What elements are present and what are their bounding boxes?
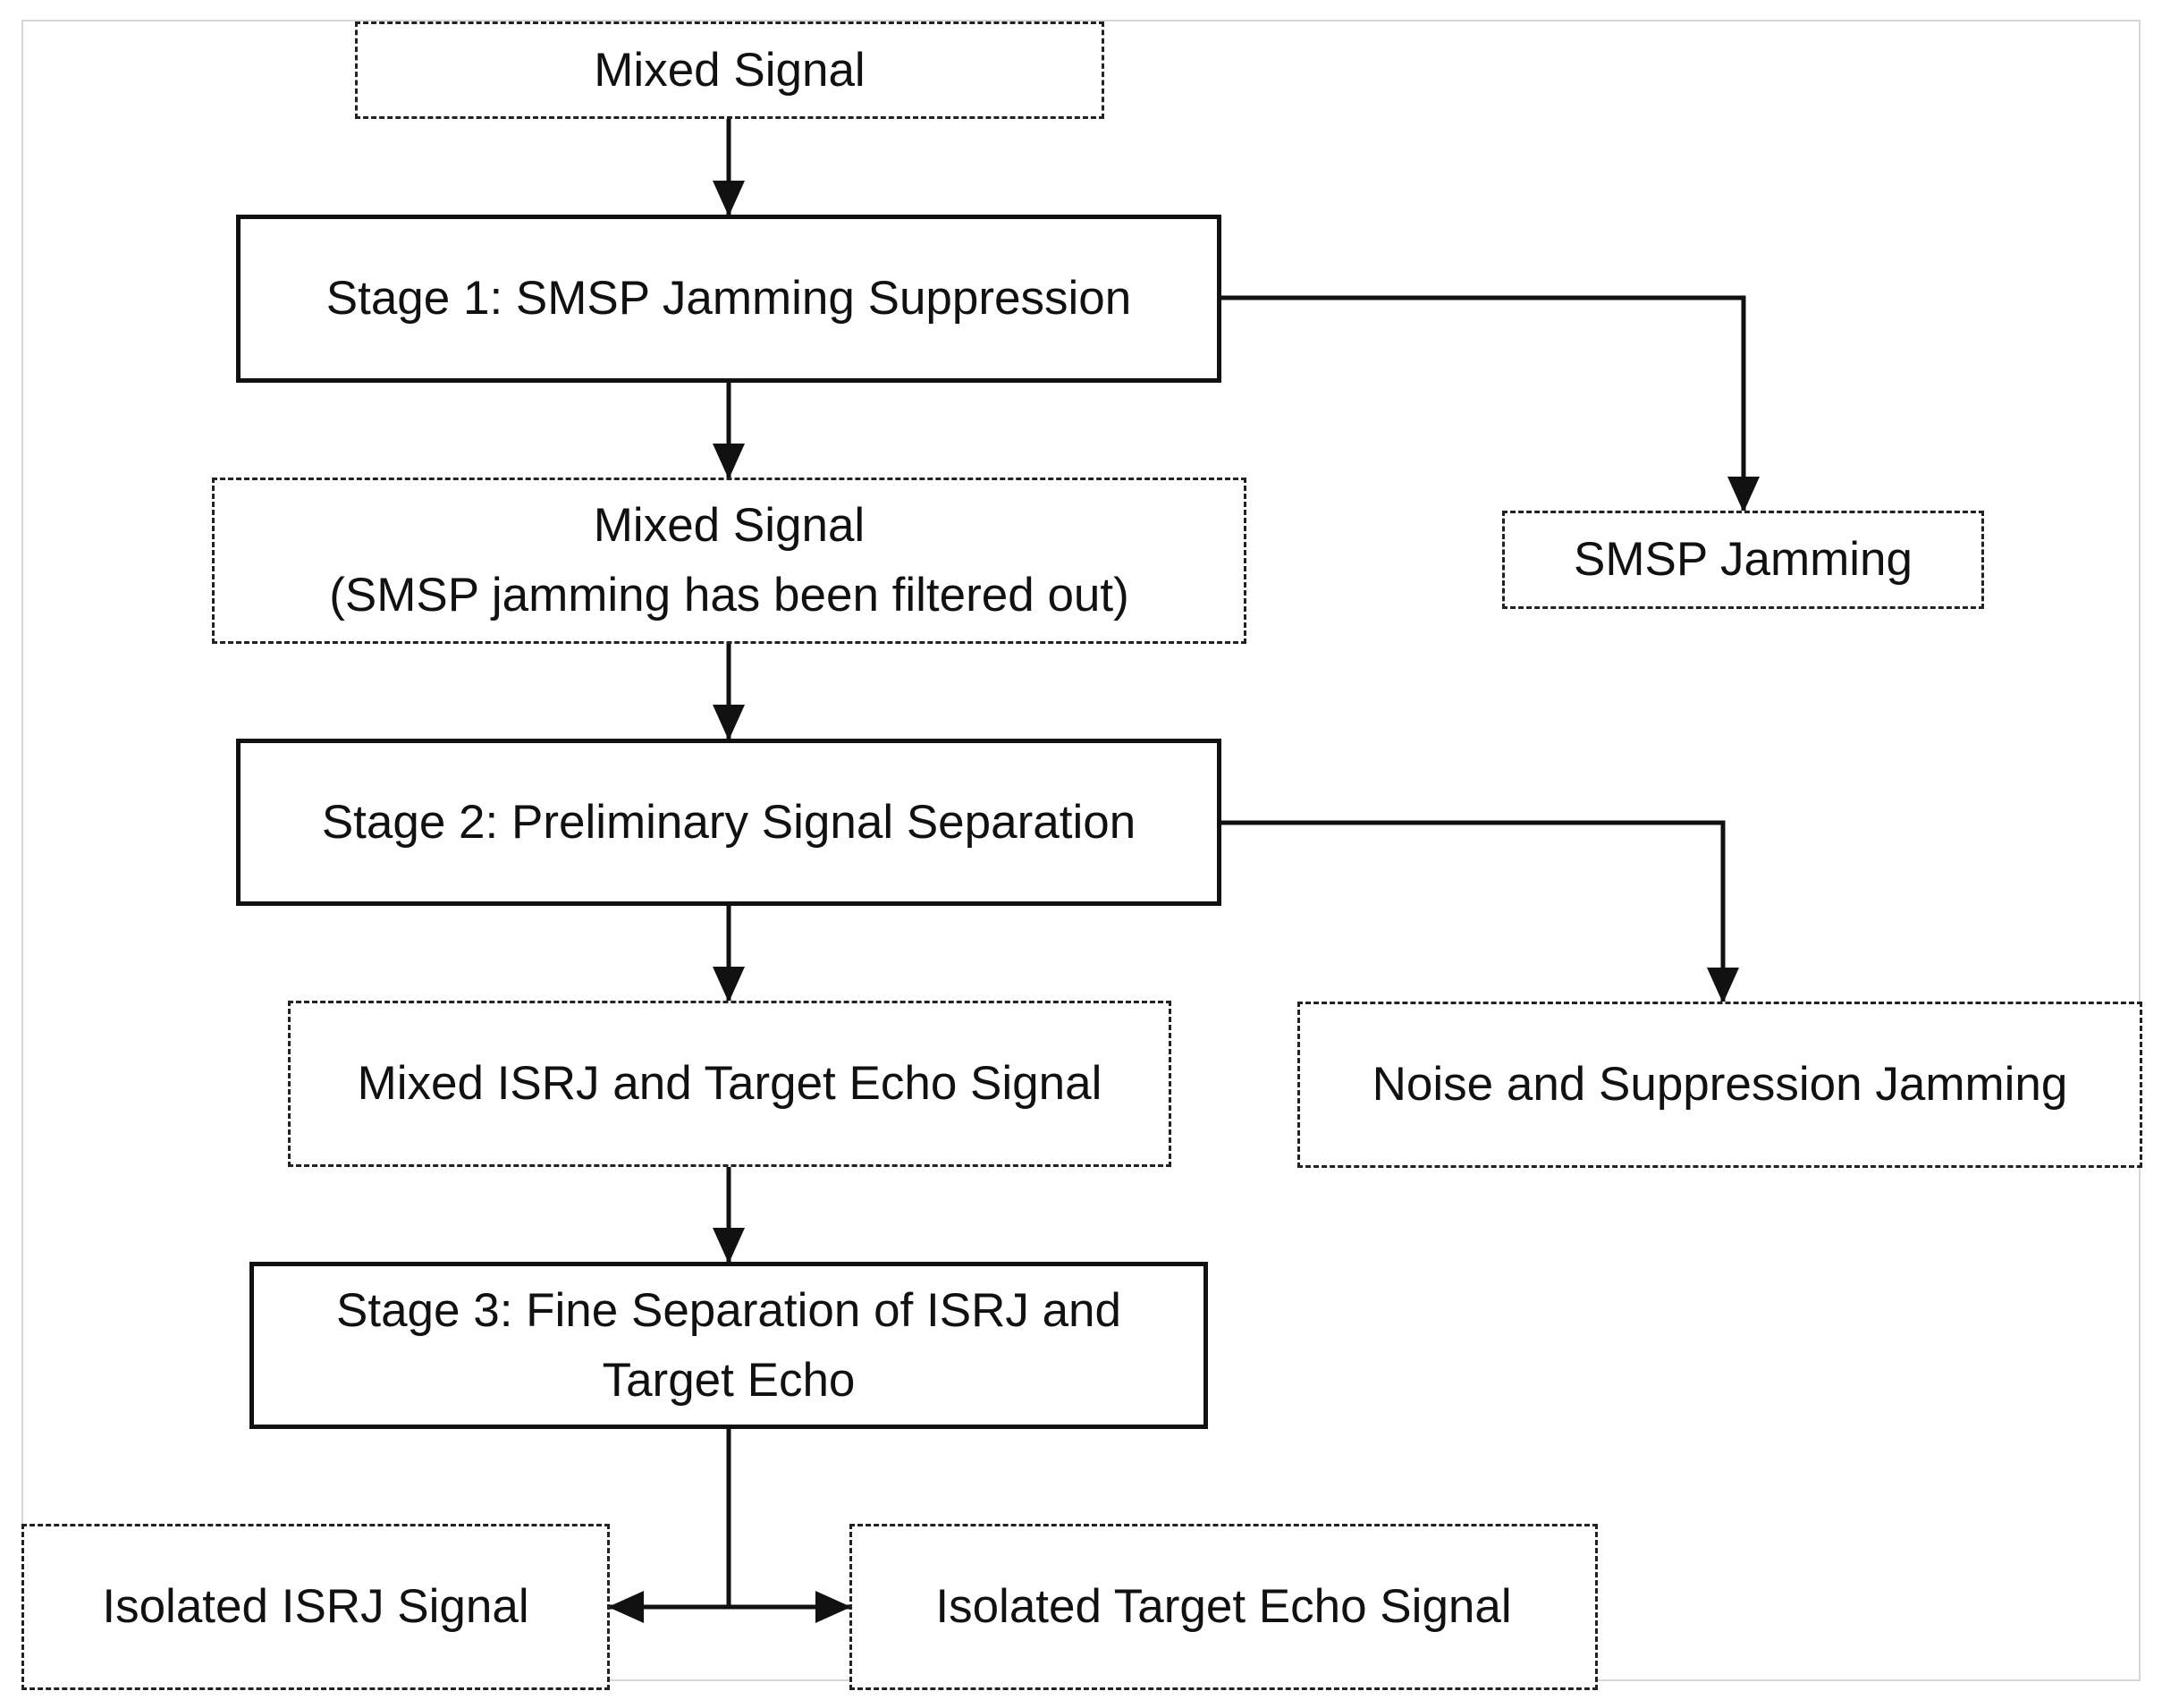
arrow-stage1-to-smsp-jamming <box>1220 295 1760 512</box>
node-stage1: Stage 1: SMSP Jamming Suppression <box>236 215 1221 383</box>
arrow-stage2-to-noise <box>1220 820 1739 1003</box>
node-mixed-filtered-line2: (SMSP jamming has been filtered out) <box>329 569 1129 621</box>
node-isolated-target-label: Isolated Target Echo Signal <box>935 1580 1512 1633</box>
node-stage2: Stage 2: Preliminary Signal Separation <box>236 739 1221 906</box>
node-smsp-jamming-label: SMSP Jamming <box>1574 533 1913 586</box>
node-noise-suppression-label: Noise and Suppression Jamming <box>1372 1058 2068 1111</box>
node-noise-suppression: Noise and Suppression Jamming <box>1297 1002 2142 1168</box>
node-mixed-isrj-target-label: Mixed ISRJ and Target Echo Signal <box>357 1057 1102 1110</box>
node-isolated-isrj-label: Isolated ISRJ Signal <box>102 1580 529 1633</box>
node-stage1-label: Stage 1: SMSP Jamming Suppression <box>325 272 1132 325</box>
node-mixed-isrj-target: Mixed ISRJ and Target Echo Signal <box>288 1001 1171 1167</box>
node-mixed-signal: Mixed Signal <box>355 21 1104 119</box>
node-mixed-filtered: Mixed Signal (SMSP jamming has been filt… <box>212 478 1246 644</box>
node-isolated-isrj: Isolated ISRJ Signal <box>21 1524 610 1690</box>
node-stage3-line1: Stage 3: Fine Separation of ISRJ and <box>336 1283 1121 1337</box>
node-mixed-signal-label: Mixed Signal <box>594 43 866 97</box>
node-isolated-target: Isolated Target Echo Signal <box>849 1524 1598 1690</box>
node-smsp-jamming: SMSP Jamming <box>1502 511 1984 609</box>
node-stage3-line2: Target Echo <box>602 1353 856 1407</box>
node-stage3: Stage 3: Fine Separation of ISRJ and Tar… <box>249 1262 1208 1429</box>
node-mixed-filtered-line1: Mixed Signal <box>593 499 866 552</box>
node-stage2-label: Stage 2: Preliminary Signal Separation <box>321 795 1136 849</box>
